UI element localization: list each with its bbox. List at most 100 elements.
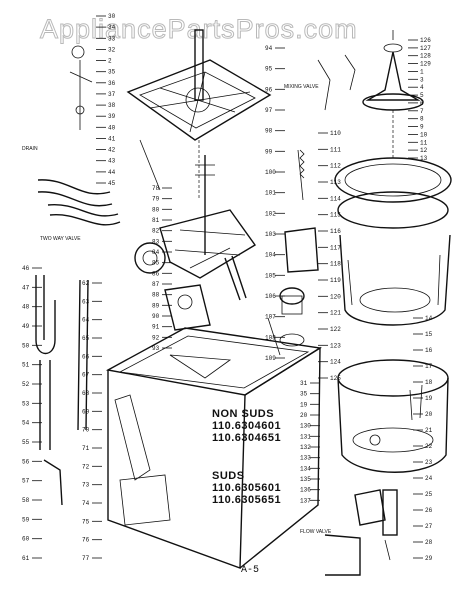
note-flow-valve: FLOW VALVE [300,529,332,535]
callout-number: 135 [300,476,311,483]
callout-number: 107 [265,314,276,321]
callout-number: 25 [425,491,433,498]
callout-number: 74 [82,500,90,507]
callout-number: 53 [22,400,30,407]
callout-number: 113 [330,179,341,186]
callout-number: 59 [22,516,30,523]
callout-number: 8 [420,116,424,123]
callout-number: 115 [330,212,341,219]
callout-number: 109 [265,355,276,362]
callout-number: 132 [300,444,311,451]
page-reference: A-5 [241,565,260,576]
callout-number: 124 [330,359,341,366]
callout-number: 20 [300,412,308,419]
callout-number: 42 [108,147,116,154]
callout-number: 82 [152,228,160,235]
callout-number: 37 [108,91,116,98]
callout-number: 64 [82,317,90,324]
callout-number: 36 [108,80,116,87]
suds-model-1: 110.6305601 [212,482,282,494]
inner-tub [337,359,449,473]
callout-number: 76 [82,537,90,544]
hoses-left [35,179,121,506]
callout-number: 110 [330,130,341,137]
callout-number: 122 [330,326,341,333]
callout-number: 119 [330,277,341,284]
callout-number: 123 [330,342,341,349]
callout-number: 46 [22,265,30,272]
callout-number: 98 [265,128,273,135]
callout-number: 40 [108,124,116,131]
callout-number: 136 [300,487,311,494]
callout-number: 47 [22,284,30,291]
callout-number: 49 [22,323,30,330]
callout-number: 14 [425,315,433,322]
non-suds-model-1: 110.6304601 [212,420,282,432]
callout-number: 70 [82,427,90,434]
callout-number: 104 [265,252,276,259]
callout-number: 111 [330,146,341,153]
callout-number: 84 [152,249,160,256]
callout-number: 4 [420,84,424,91]
callout-number: 96 [265,86,273,93]
outer-tub [334,157,452,326]
non-suds-block: NON SUDS 110.6304601 110.6304651 [212,408,281,444]
callout-number: 12 [420,147,428,154]
callout-number: 6 [420,100,424,107]
callout-number: 16 [425,347,433,354]
callout-number: 51 [22,362,30,369]
callout-number: 39 [108,113,116,120]
note-two-way-valve: TWO WAY VALVE [40,236,81,242]
callout-number: 100 [265,169,276,176]
callout-number: 99 [265,148,273,155]
callout-number: 30 [108,13,116,20]
callout-number: 87 [152,281,160,288]
gear-case [134,209,257,331]
callout-number: 134 [300,465,311,472]
callout-number: 78 [152,185,160,192]
callout-number: 31 [300,380,308,387]
callout-number: 5 [420,92,424,99]
callout-number: 137 [300,497,311,504]
callout-number: 85 [152,260,160,267]
callout-number: 93 [152,345,160,352]
leader-lines [32,15,423,559]
callout-number: 89 [152,302,160,309]
callout-number: 23 [425,459,433,466]
drain-pump [324,489,398,576]
callout-number: 3 [420,76,424,83]
callout-number: 34 [108,24,116,31]
non-suds-model-2: 110.6304651 [212,432,282,444]
callout-number: 67 [82,372,90,379]
callout-number: 92 [152,334,160,341]
callout-number: 95 [265,66,273,73]
callout-number: 9 [420,124,424,131]
callout-number: 48 [22,304,30,311]
transmission-plate [126,29,272,255]
callout-number: 117 [330,244,341,251]
callout-number: 114 [330,195,341,202]
callout-number: 129 [420,61,431,68]
callout-numbers: 3034333223536373839404142434445464748495… [22,13,433,562]
callout-number: 41 [108,136,116,143]
callout-number: 22 [425,443,433,450]
callout-number: 45 [108,180,116,187]
callout-number: 73 [82,482,90,489]
callout-number: 32 [108,46,116,53]
watermark: AppliancePartsPros.com [40,14,358,45]
callout-number: 35 [108,69,116,76]
callout-number: 75 [82,518,90,525]
callout-number: 44 [108,169,116,176]
callout-number: 20 [425,411,433,418]
callout-number: 105 [265,272,276,279]
callout-number: 28 [425,539,433,546]
non-suds-title: NON SUDS [212,408,275,420]
callout-number: 55 [22,439,30,446]
callout-number: 86 [152,270,160,277]
callout-number: 133 [300,455,311,462]
callout-number: 11 [420,139,428,146]
agitator [362,30,424,160]
callout-number: 58 [22,497,30,504]
